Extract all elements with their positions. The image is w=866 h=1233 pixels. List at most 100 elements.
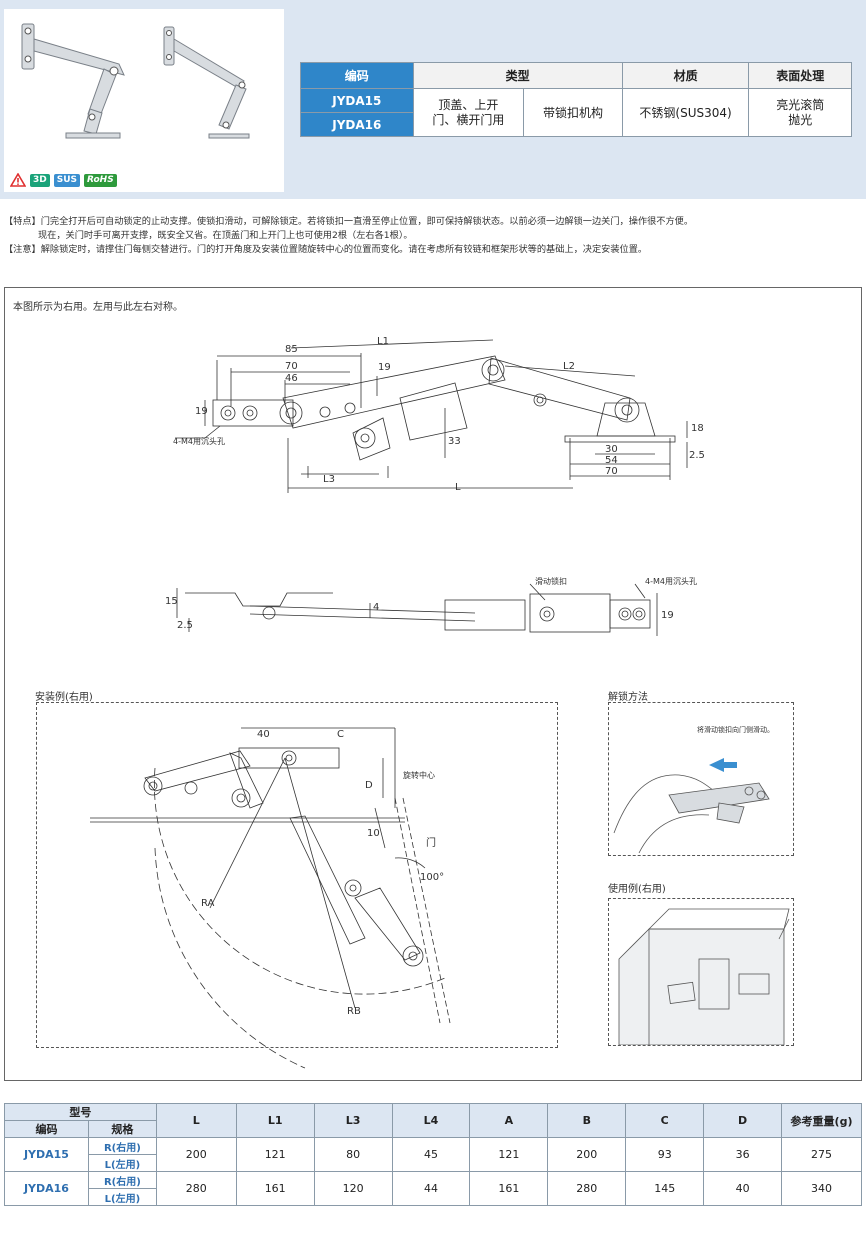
dim-19-left: 19: [195, 406, 208, 417]
install-bracket: [238, 747, 340, 769]
row-A: 161: [469, 1171, 549, 1206]
warning-triangle-icon: [10, 173, 26, 187]
row-B: 200: [547, 1137, 627, 1172]
th-code: 编码: [4, 1120, 89, 1138]
install-example-box: [36, 702, 558, 1048]
row-L4: 45: [391, 1137, 471, 1172]
caution-note: 【注意】解除锁定时，请撑住门每侧交替进行。门的打开角度及安装位置随旋转中心的位置…: [4, 244, 648, 255]
row-L3: 80: [313, 1137, 393, 1172]
spec-table: 编码 类型 材质 表面处理 JYDA15 顶盖、上开门、横开门用 带锁扣机构 不…: [300, 62, 852, 137]
spec-type-mech: 带锁扣机构: [523, 88, 623, 137]
side-profile-left: [185, 592, 333, 607]
row-L: 200: [155, 1137, 237, 1172]
rotation-center-label: 旋转中心: [403, 771, 435, 780]
link-bar: [352, 417, 391, 461]
row-L: 280: [155, 1171, 237, 1206]
dim-L3: L3: [323, 474, 335, 485]
slide-lock: [399, 382, 468, 441]
dimension-table: 型号 L L1 L3 L4 A B C D 参考重量(g) 编码 规格 JYDA…: [4, 1103, 862, 1206]
dim-70: 70: [285, 361, 298, 372]
row-C: 145: [625, 1171, 705, 1206]
unlock-example-box: 将滑动锁扣向门侧滑动。: [608, 702, 794, 856]
dim-2-5-side: 2.5: [177, 620, 193, 631]
unlock-title: 解锁方法: [608, 692, 648, 703]
angle-100: 100°: [420, 872, 445, 883]
slide-lock-label: 滑动锁扣: [535, 577, 567, 586]
th-weight: 参考重量(g): [781, 1103, 862, 1138]
row-D: 36: [703, 1137, 783, 1172]
dim-15: 15: [165, 596, 178, 607]
drawing-note: 本图所示为右用。左用与此左右对称。: [13, 302, 183, 313]
side-end-plate: [609, 599, 651, 629]
badge-3d: 3D: [30, 173, 50, 187]
radius-arc-b: [154, 847, 306, 1069]
row-spec-l: L(左用): [87, 1188, 157, 1206]
product-header: 3D SUS RoHS 编码 类型 材质 表面处理 JYDA15 顶盖、上开门、…: [0, 0, 866, 199]
dim-30: 30: [605, 444, 618, 455]
row-L4: 44: [391, 1171, 471, 1206]
row-weight: 275: [781, 1137, 862, 1172]
badge-sus: SUS: [53, 173, 81, 187]
row-spec-r: R(右用): [87, 1137, 157, 1155]
unlock-caption: 将滑动锁扣向门侧滑动。: [697, 726, 774, 734]
side-slide-lock: [529, 593, 611, 633]
spec-code: JYDA16: [300, 112, 414, 137]
row-A: 121: [469, 1137, 549, 1172]
radius-RB: RB: [347, 1006, 361, 1017]
base-plate-right: [564, 435, 676, 443]
usage-title: 使用例(右用): [608, 884, 666, 895]
badge-rohs: RoHS: [84, 173, 117, 187]
dim-40: 40: [257, 729, 270, 740]
feature-note-cont: 现在，关门时手可离开支撑，既安全又省。在顶盖门和上开门上也可使用2根（左右各1根…: [38, 230, 413, 241]
technical-drawing: 本图所示为右用。左用与此左右对称。: [4, 287, 862, 1081]
cabinet-illustration: [618, 908, 790, 1045]
arrow-icon: [709, 758, 737, 772]
dim-46: 46: [285, 373, 298, 384]
row-code: JYDA16: [4, 1171, 89, 1206]
radius-arc-a: [154, 767, 446, 995]
dim-4: 4: [373, 602, 380, 613]
row-weight: 340: [781, 1171, 862, 1206]
hinge-photo-illustration: [21, 23, 250, 139]
th-L4: L4: [391, 1103, 471, 1138]
spec-header-code: 编码: [300, 62, 414, 89]
drawing-svg: [90, 339, 688, 1069]
th-A: A: [469, 1103, 549, 1138]
row-B: 280: [547, 1171, 627, 1206]
hole-label-side: 4-M4用沉头孔: [645, 577, 697, 586]
dim-19-side: 19: [661, 610, 674, 621]
dim-70-right: 70: [605, 466, 618, 477]
th-spec: 规格: [87, 1120, 157, 1138]
dim-L2: L2: [563, 361, 575, 372]
open-arm: [289, 815, 366, 945]
dim-18: 18: [691, 423, 704, 434]
row-L1: 121: [235, 1137, 315, 1172]
dim-C: C: [337, 729, 344, 740]
th-L1: L1: [235, 1103, 315, 1138]
door-label: 门: [426, 838, 436, 849]
door-line: [394, 797, 441, 1024]
dim-2-5: 2.5: [689, 450, 705, 461]
lower-arm: [488, 357, 631, 421]
base-plate-left: [212, 399, 294, 427]
spec-finish: 亮光滚筒抛光: [748, 88, 852, 137]
row-D: 40: [703, 1171, 783, 1206]
dim-54: 54: [605, 455, 618, 466]
spec-material: 不锈钢(SUS304): [621, 88, 750, 137]
row-spec-l: L(左用): [87, 1154, 157, 1172]
dim-19-arm: 19: [378, 362, 391, 373]
th-B: B: [547, 1103, 627, 1138]
install-title: 安装例(右用): [35, 692, 93, 703]
row-spec-r: R(右用): [87, 1171, 157, 1189]
th-L: L: [155, 1103, 237, 1138]
row-C: 93: [625, 1137, 705, 1172]
certification-badges: 3D SUS RoHS: [10, 173, 117, 187]
usage-example-box: [608, 898, 794, 1046]
spec-code: JYDA15: [300, 88, 414, 113]
dim-L1: L1: [377, 336, 389, 347]
radius-RA: RA: [201, 898, 215, 909]
product-photo: [4, 9, 284, 192]
row-code: JYDA15: [4, 1137, 89, 1172]
spec-header-material: 材质: [621, 62, 750, 89]
th-D: D: [703, 1103, 783, 1138]
